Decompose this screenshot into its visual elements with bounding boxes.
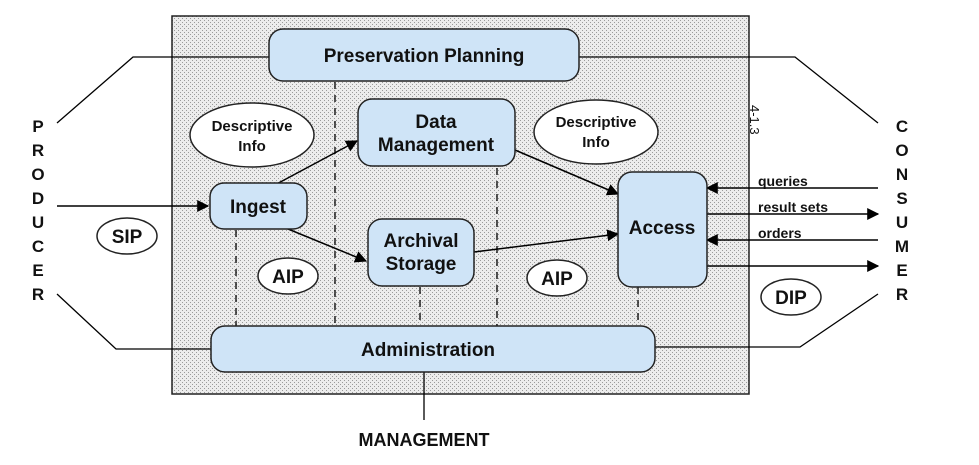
descriptive-info-left: Descriptive Info (189, 102, 315, 168)
descriptive-info-right-line2: Info (582, 134, 610, 151)
preservation-planning-label: Preservation Planning (324, 46, 525, 67)
sip-text: SIP (112, 227, 143, 248)
flow-arrows (57, 140, 880, 272)
aip-right-text: AIP (541, 269, 573, 290)
archival-storage-label-line1: Archival (384, 231, 459, 252)
producer-connectors (56, 56, 270, 350)
sip-label: SIP (96, 217, 158, 255)
consumer-letter: R (896, 285, 908, 304)
queries-label: queries (758, 173, 808, 189)
descriptive-info-right: Descriptive Info (533, 99, 659, 165)
consumer-letter: S (896, 189, 907, 208)
preservation-planning-box: Preservation Planning (268, 28, 580, 82)
consumer-connectors (579, 56, 879, 348)
consumer-letter: C (896, 117, 908, 136)
consumer-label: C O N S U M E R (895, 117, 909, 304)
aip-left-label: AIP (257, 257, 319, 295)
dip-label: DIP (760, 278, 822, 316)
access-label: Access (629, 218, 696, 239)
access-box: Access (617, 171, 708, 288)
descriptive-info-left-line1: Descriptive (212, 118, 293, 135)
consumer-letter: E (896, 261, 907, 280)
data-management-label-line1: Data (415, 112, 457, 133)
aip-left-text: AIP (272, 267, 304, 288)
consumer-letter: N (896, 165, 908, 184)
producer-letter: R (32, 285, 44, 304)
data-management-label-line2: Management (378, 135, 495, 156)
producer-letter: C (32, 237, 44, 256)
dashed-links (235, 82, 639, 326)
aip-right-label: AIP (526, 259, 588, 297)
producer-letter: R (32, 141, 44, 160)
producer-letter: D (32, 189, 44, 208)
consumer-letter: U (896, 213, 908, 232)
margin-note: 4-1.3 (747, 105, 762, 135)
dip-text: DIP (775, 288, 807, 309)
management-label: MANAGEMENT (359, 430, 490, 450)
archival-storage-label-line2: Storage (386, 254, 457, 275)
data-management-box: Data Management (357, 98, 516, 167)
producer-letter: P (32, 117, 43, 136)
producer-label: P R O D U C E R (31, 117, 44, 304)
result-sets-label: result sets (758, 199, 828, 215)
administration-box: Administration (210, 325, 656, 373)
consumer-letter: M (895, 237, 909, 256)
ingest-label: Ingest (230, 197, 287, 218)
archival-storage-box: Archival Storage (367, 218, 475, 287)
administration-label: Administration (361, 340, 495, 361)
producer-letter: E (32, 261, 43, 280)
producer-letter: O (31, 165, 44, 184)
descriptive-info-left-line2: Info (238, 138, 266, 155)
ingest-box: Ingest (209, 182, 308, 230)
descriptive-info-right-line1: Descriptive (556, 114, 637, 131)
orders-label: orders (758, 225, 802, 241)
producer-letter: U (32, 213, 44, 232)
consumer-letter: O (895, 141, 908, 160)
